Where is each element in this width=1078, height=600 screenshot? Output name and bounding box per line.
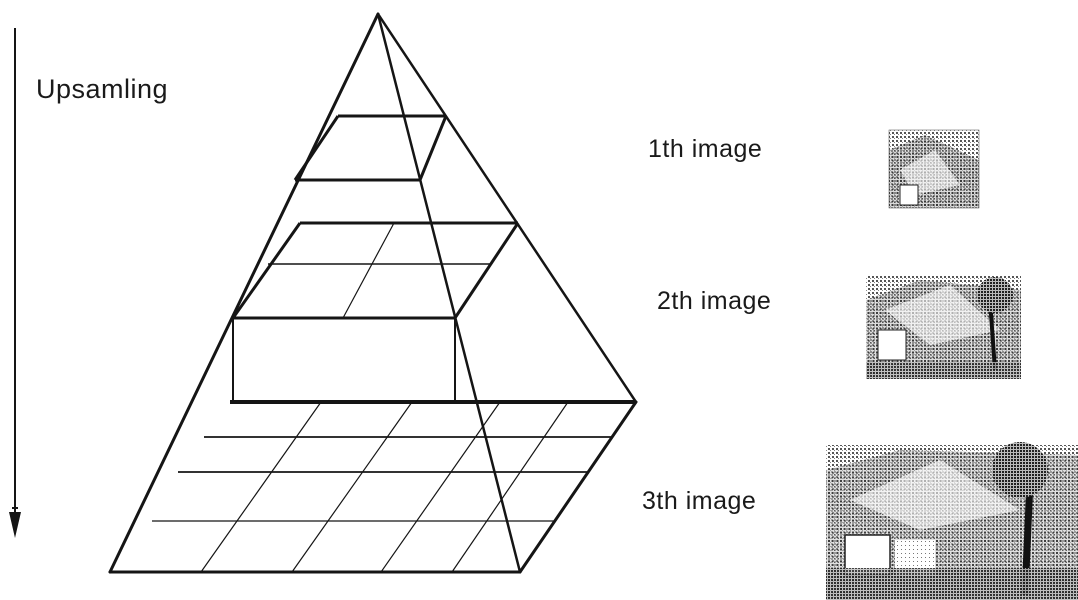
level-1-label: 1th image xyxy=(648,135,762,164)
thumbnail-image-3 xyxy=(826,442,1078,600)
thumbnail-image-1 xyxy=(889,130,979,208)
pyramid-verticals xyxy=(233,318,455,402)
pyramid-level-2 xyxy=(233,223,518,318)
pyramid-level-3 xyxy=(152,402,636,572)
upsampling-arrow xyxy=(9,28,21,538)
pyramid-edges xyxy=(110,14,636,572)
level-2-label: 2th image xyxy=(657,287,771,316)
level-3-label: 3th image xyxy=(642,487,756,516)
pyramid-level-1 xyxy=(295,116,446,180)
thumbnail-image-2 xyxy=(866,275,1021,379)
direction-label: Upsamling xyxy=(36,74,168,105)
